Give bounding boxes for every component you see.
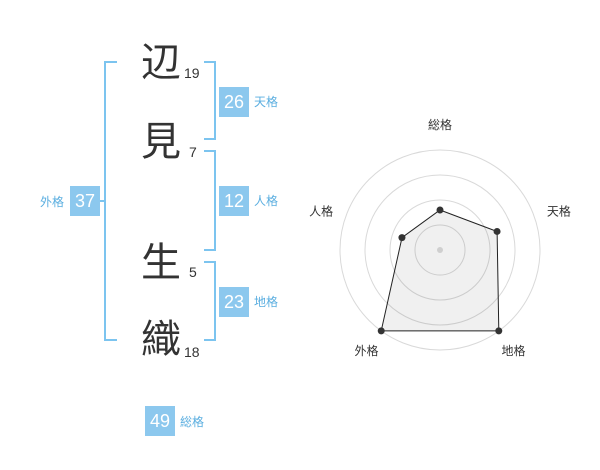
tenkaku-bracket	[204, 61, 216, 140]
radar-ring	[364, 174, 516, 326]
name-char-2: 見	[141, 119, 181, 165]
tenkaku-label: 天格	[254, 95, 279, 109]
chikaku-label: 地格	[254, 295, 279, 309]
radar-ring	[414, 224, 466, 276]
soukaku-value: 49	[145, 406, 175, 436]
radar-point	[377, 327, 385, 335]
radar-axis-label: 人格	[309, 203, 333, 218]
gaikaku-value: 37	[70, 186, 100, 216]
radar-rings	[339, 149, 541, 351]
radar-axis-label: 総格	[428, 117, 452, 132]
radar-ring	[389, 199, 491, 301]
tenkaku-value: 26	[219, 87, 249, 117]
radar-point	[398, 234, 406, 242]
radar-axis-label: 外格	[355, 343, 379, 358]
jinkaku-value: 12	[219, 186, 249, 216]
radar-center-dot	[437, 247, 443, 253]
radar-point	[436, 206, 444, 214]
gaikaku-bracket	[104, 61, 117, 341]
stroke-count-4: 18	[184, 344, 200, 360]
name-char-4: 織	[141, 317, 181, 363]
radar-ring	[339, 149, 541, 351]
chikaku-value: 23	[219, 287, 249, 317]
name-char-3: 生	[141, 240, 181, 286]
radar-point	[495, 327, 503, 335]
radar-points	[377, 206, 503, 335]
radar-polygon	[380, 209, 500, 332]
radar-point	[493, 227, 501, 235]
jinkaku-bracket	[204, 150, 216, 251]
radar-axis-label: 天格	[547, 203, 571, 218]
chikaku-bracket	[204, 261, 216, 341]
soukaku-label: 総格	[180, 415, 205, 429]
stroke-count-2: 7	[189, 144, 197, 160]
stroke-count-1: 19	[184, 65, 200, 81]
jinkaku-label: 人格	[254, 194, 279, 208]
gaikaku-label: 外格	[40, 195, 65, 209]
name-char-1: 辺	[141, 40, 181, 86]
radar-axis-label: 地格	[501, 343, 525, 358]
stroke-count-3: 5	[189, 264, 197, 280]
